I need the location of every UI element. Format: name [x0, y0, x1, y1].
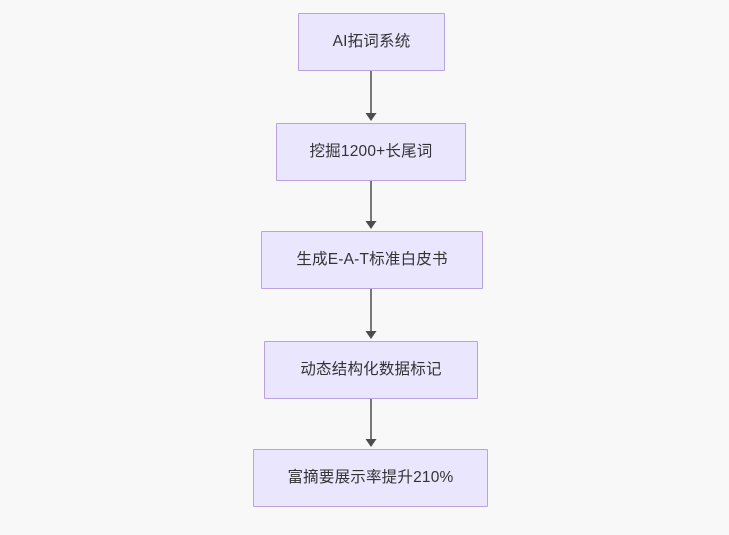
flow-node-rich-snippet-impression-lift[interactable]: 富摘要展示率提升210%: [253, 449, 488, 507]
edge-n2-n3: [365, 181, 377, 229]
edge-arrowhead-4: [365, 439, 377, 447]
flow-node-generate-eat-whitepaper[interactable]: 生成E-A-T标准白皮书: [261, 231, 483, 289]
edge-arrowhead-1: [365, 113, 377, 121]
flow-node-label: AI拓词系统: [332, 33, 411, 51]
flow-node-label: 生成E-A-T标准白皮书: [296, 251, 448, 269]
edge-arrowhead-3: [365, 331, 377, 339]
flow-node-dynamic-structured-data-markup[interactable]: 动态结构化数据标记: [264, 341, 478, 399]
edge-n3-n4: [365, 289, 377, 339]
flow-node-ai-keyword-system[interactable]: AI拓词系统: [298, 13, 445, 71]
flow-node-mine-longtail-keywords[interactable]: 挖掘1200+长尾词: [276, 123, 466, 181]
edge-arrowhead-2: [365, 221, 377, 229]
flow-node-label: 挖掘1200+长尾词: [309, 143, 433, 161]
edge-n4-n5: [365, 399, 377, 447]
flow-node-label: 富摘要展示率提升210%: [287, 469, 454, 487]
flow-node-label: 动态结构化数据标记: [300, 361, 442, 379]
edge-n1-n2: [365, 71, 377, 121]
